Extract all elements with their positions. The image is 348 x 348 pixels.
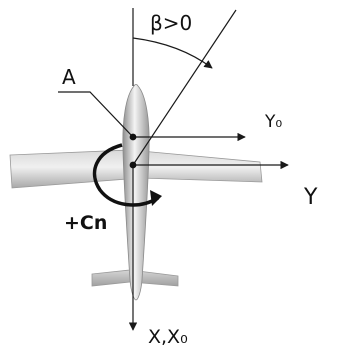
airplane	[9, 84, 263, 301]
axes	[58, 8, 289, 331]
yaw-moment-arrowhead	[150, 190, 162, 206]
point-a-marker	[129, 133, 137, 141]
moment-label: +Cn	[64, 212, 107, 234]
x-axes-label: X,X₀	[148, 326, 188, 348]
yaw-moment-arrow	[92, 143, 159, 207]
beta-label: β>0	[150, 11, 192, 35]
point-a-label: A	[62, 65, 76, 89]
y-zero-label: Y₀	[264, 112, 282, 132]
relative-wind-line	[132, 9, 237, 166]
origin-point	[129, 161, 137, 169]
y-axis-label: Y	[303, 185, 318, 210]
fuselage	[122, 84, 150, 301]
beta-angle-arc	[132, 37, 213, 69]
point-a-leader	[58, 91, 134, 138]
